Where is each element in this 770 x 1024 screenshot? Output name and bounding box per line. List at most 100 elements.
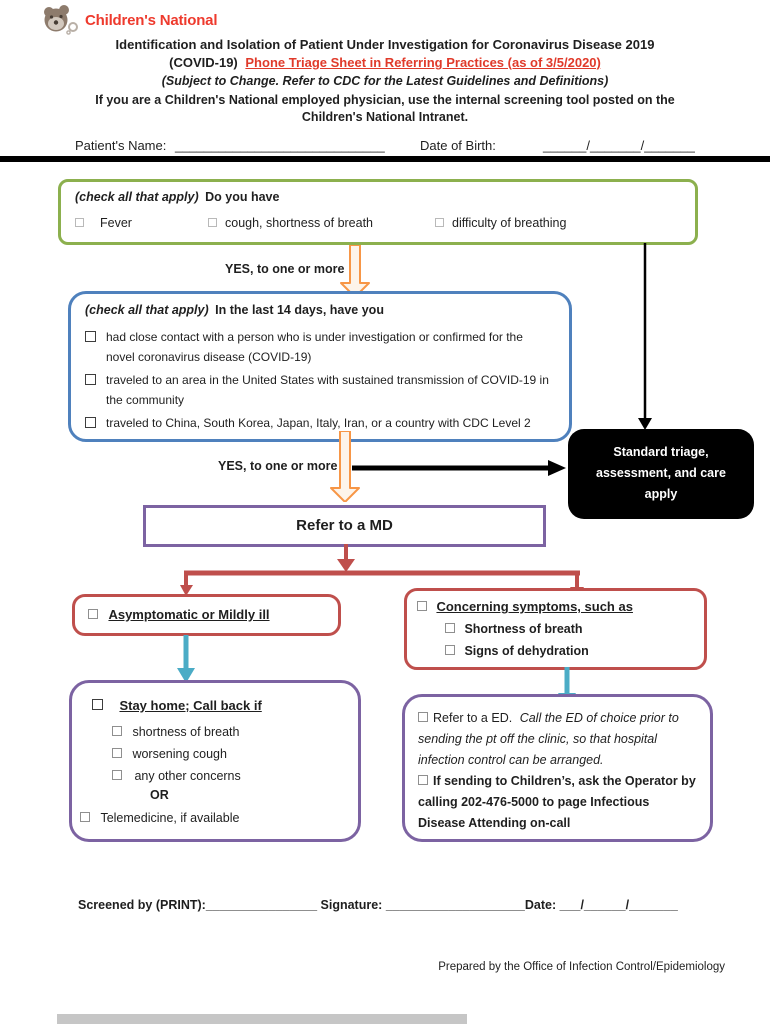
refer-ed-paragraph-1: Refer to a ED. Call the ED of choice pri… xyxy=(418,708,700,771)
or-label: OR xyxy=(150,788,169,802)
refer-ed-italic-note: Call the ED of choice prior to sending t… xyxy=(418,711,679,767)
fever-checkbox[interactable] xyxy=(75,218,84,227)
orange-down-arrow-icon-2 xyxy=(330,431,360,502)
callback-cough-row: worsening cough xyxy=(112,745,227,763)
yes-label-1: YES, to one or more xyxy=(225,262,345,276)
black-right-arrow-icon xyxy=(352,460,566,476)
shortness-checkbox[interactable] xyxy=(445,623,455,633)
refer-ed-paragraph-2: If sending to Children’s, ask the Operat… xyxy=(418,771,700,834)
telemedicine-label: Telemedicine, if available xyxy=(100,811,240,825)
standard-triage-box: Standard triage, assessment, and care ap… xyxy=(568,429,754,519)
asymptomatic-box: Asymptomatic or Mildly ill xyxy=(72,594,341,636)
dob-label: Date of Birth: xyxy=(420,138,496,153)
telemedicine-checkbox[interactable] xyxy=(80,812,90,822)
if-sending-label: If sending to Children’s, ask the Operat… xyxy=(418,774,696,830)
title-line4: If you are a Children's National employe… xyxy=(95,93,675,124)
us-travel-checkbox[interactable] xyxy=(85,374,96,385)
callback-shortness-checkbox[interactable] xyxy=(112,726,122,736)
check-all-that-apply-label-2: (check all that apply) xyxy=(85,303,209,317)
do-you-have-label: Do you have xyxy=(205,190,280,204)
refer-md-box: Refer to a MD xyxy=(143,505,546,547)
refer-ed-box: Refer to a ED. Call the ED of choice pri… xyxy=(402,694,713,842)
difficulty-breathing-label: difficulty of breathing xyxy=(452,216,567,230)
dehydration-label: Signs of dehydration xyxy=(464,644,589,658)
yes-label-2: YES, to one or more xyxy=(218,459,338,473)
dob-field[interactable]: ______/_______/_______ xyxy=(543,138,695,153)
callback-shortness-label: shortness of breath xyxy=(132,725,240,739)
black-down-arrow-icon xyxy=(638,243,652,430)
us-travel-label: traveled to an area in the United States… xyxy=(106,373,549,407)
title-line3: (Subject to Change. Refer to CDC for the… xyxy=(161,74,609,88)
childrens-national-logo: Children's National xyxy=(40,4,217,36)
telemedicine-row: Telemedicine, if available xyxy=(80,809,239,827)
prepared-by-label: Prepared by the Office of Infection Cont… xyxy=(438,961,725,973)
screened-by-label: Screened by (PRINT): xyxy=(78,898,206,912)
stay-home-checkbox[interactable] xyxy=(92,699,103,710)
refer-ed-label: Refer to a ED. xyxy=(433,711,513,725)
exposure-question-lead: (check all that apply) In the last 14 da… xyxy=(85,303,384,317)
signature-field[interactable]: ____________________ xyxy=(385,898,525,912)
exposure-question-box: (check all that apply) In the last 14 da… xyxy=(68,291,572,442)
title-line1: Identification and Isolation of Patient … xyxy=(115,37,655,52)
date-field[interactable]: ___/______/_______ xyxy=(559,898,678,912)
refer-ed-checkbox[interactable] xyxy=(418,712,428,722)
symptom-question-box: (check all that apply) Do you have Fever… xyxy=(58,179,698,245)
standard-triage-text: Standard triage, assessment, and care ap… xyxy=(596,445,726,501)
concerning-head-row: Concerning symptoms, such as xyxy=(417,598,633,616)
dehydration-row: Signs of dehydration xyxy=(445,642,589,660)
option-fever: Fever xyxy=(75,216,132,230)
concerning-label: Concerning symptoms, such as xyxy=(436,599,633,614)
concerning-symptoms-box: Concerning symptoms, such as Shortness o… xyxy=(404,588,707,670)
stay-home-head-row: Stay home; Call back if xyxy=(92,697,262,715)
last-14-days-label: In the last 14 days, have you xyxy=(215,303,384,317)
asymptomatic-label: Asymptomatic or Mildly ill xyxy=(108,607,270,622)
option-difficulty-breathing: difficulty of breathing xyxy=(435,216,566,230)
stay-home-label: Stay home; Call back if xyxy=(119,698,262,713)
difficulty-breathing-checkbox[interactable] xyxy=(435,218,444,227)
cough-checkbox[interactable] xyxy=(208,218,217,227)
if-sending-checkbox[interactable] xyxy=(418,775,428,785)
shortness-row: Shortness of breath xyxy=(445,620,583,638)
country-travel-label: traveled to China, South Korea, Japan, I… xyxy=(106,416,531,430)
asymptomatic-checkbox[interactable] xyxy=(88,609,98,619)
callback-other-checkbox[interactable] xyxy=(112,770,122,780)
callback-cough-label: worsening cough xyxy=(132,747,227,761)
stay-home-box: Stay home; Call back if shortness of bre… xyxy=(69,680,361,842)
cough-label: cough, shortness of breath xyxy=(225,216,374,230)
callback-other-row: any other concerns xyxy=(112,767,241,785)
section-divider xyxy=(0,156,770,162)
exposure-options: had close contact with a person who is u… xyxy=(85,327,555,436)
orange-down-arrow-icon xyxy=(340,245,370,297)
signature-label: Signature: xyxy=(317,898,386,912)
screened-by-field[interactable]: ________________ xyxy=(205,898,318,912)
bear-icon xyxy=(44,5,78,35)
title-line2: (COVID-19) Phone Triage Sheet in Referri… xyxy=(0,55,770,70)
callback-other-label: any other concerns xyxy=(134,769,241,783)
patient-name-field[interactable]: _____________________________ xyxy=(175,138,385,153)
shortness-label: Shortness of breath xyxy=(464,622,583,636)
close-contact-label: had close contact with a person who is u… xyxy=(106,330,523,364)
asymptomatic-row: Asymptomatic or Mildly ill xyxy=(88,606,270,624)
title-line2-black: (COVID-19) xyxy=(169,55,238,70)
refer-md-label: Refer to a MD xyxy=(296,517,393,534)
check-all-that-apply-label: (check all that apply) xyxy=(75,190,199,204)
country-travel-checkbox[interactable] xyxy=(85,417,96,428)
screened-by-row: Screened by (PRINT):________________ Sig… xyxy=(78,898,678,912)
option-country-travel: traveled to China, South Korea, Japan, I… xyxy=(85,413,555,433)
callback-cough-checkbox[interactable] xyxy=(112,748,122,758)
cyan-down-arrow-icon-left xyxy=(177,635,195,683)
option-close-contact: had close contact with a person who is u… xyxy=(85,327,555,367)
dehydration-checkbox[interactable] xyxy=(445,645,455,655)
close-contact-checkbox[interactable] xyxy=(85,331,96,342)
symptom-question-lead: (check all that apply) Do you have xyxy=(75,190,279,204)
title-line2-red: Phone Triage Sheet in Referring Practice… xyxy=(245,55,601,70)
option-us-travel: traveled to an area in the United States… xyxy=(85,370,555,410)
callback-shortness-row: shortness of breath xyxy=(112,723,239,741)
brand-name: Children's National xyxy=(85,11,218,29)
concerning-checkbox[interactable] xyxy=(417,601,427,611)
date-label: Date: xyxy=(524,898,560,912)
option-cough: cough, shortness of breath xyxy=(208,216,373,230)
horizontal-scrollbar[interactable] xyxy=(57,1014,467,1024)
patient-name-label: Patient's Name: xyxy=(75,138,167,153)
